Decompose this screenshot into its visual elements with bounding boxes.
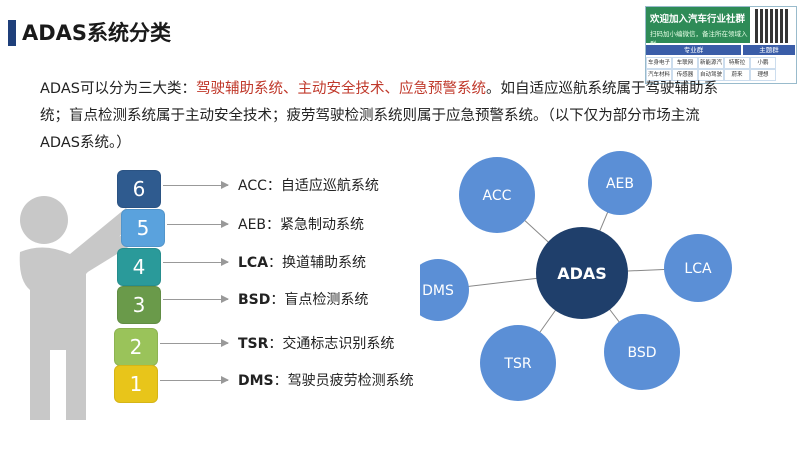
- ad-cell: 理想: [750, 69, 776, 81]
- ad-cell: 自动驾驶: [698, 69, 724, 81]
- block-2: 2: [114, 328, 158, 366]
- intro-part2: 。如自适应巡航系统属于驾驶辅助系统；盲点检测系统属于主动安全技术；疲劳驾驶检测系…: [40, 81, 718, 151]
- block-6: 6: [117, 170, 161, 208]
- node-tsr: [480, 325, 556, 401]
- arrow-icon: [160, 376, 229, 384]
- ad-tab-topic: 主题群: [743, 45, 795, 55]
- node-dms: [420, 259, 469, 321]
- ad-cell: 新能源汽车: [698, 57, 724, 69]
- block-label-2: TSR：交通标志识别系统: [238, 336, 395, 352]
- node-aeb: [588, 151, 652, 215]
- title-accent-bar: [8, 20, 16, 46]
- ad-cell: 特斯拉: [724, 57, 750, 69]
- intro-part1: ADAS可以分为三大类：: [40, 81, 196, 97]
- node-label-tsr: TSR: [503, 356, 531, 372]
- ad-cell: 蔚来: [724, 69, 750, 81]
- ad-title: 欢迎加入汽车行业社群: [650, 14, 746, 25]
- block-label-3: BSD：盲点检测系统: [238, 292, 369, 308]
- block-3: 3: [117, 286, 161, 324]
- ad-cell: 车身电子: [646, 57, 672, 69]
- node-bsd: [604, 314, 680, 390]
- arrow-icon: [167, 220, 229, 228]
- node-label-acc: ACC: [483, 188, 512, 204]
- person-figure-icon: [19, 196, 134, 420]
- ad-cell: 车联网: [672, 57, 698, 69]
- ad-tab-professional: 专业群: [646, 45, 741, 55]
- block-4: 4: [117, 248, 161, 286]
- intro-highlight: 驾驶辅助系统、主动安全技术、应急预警系统: [195, 81, 486, 97]
- node-label-lca: LCA: [684, 261, 712, 277]
- community-ad[interactable]: 欢迎加入汽车行业社群 扫码加小编微信，备注所在领域入群 专业群 主题群 车身电子…: [645, 6, 797, 84]
- ad-cell: 汽车材料: [646, 69, 672, 81]
- arrow-icon: [163, 295, 229, 303]
- node-label-bsd: BSD: [627, 345, 656, 361]
- ad-subtitle: 扫码加小编微信，备注所在领域入群: [650, 30, 748, 48]
- arrow-icon: [160, 339, 229, 347]
- block-1: 1: [114, 365, 158, 403]
- qr-code-icon: [755, 9, 789, 43]
- ad-cell: 传感器: [672, 69, 698, 81]
- arrow-icon: [163, 181, 229, 189]
- node-lca: [664, 234, 732, 302]
- node-center-adas: [536, 227, 628, 319]
- node-acc: [459, 157, 535, 233]
- intro-paragraph: ADAS可以分为三大类：驾驶辅助系统、主动安全技术、应急预警系统。如自适应巡航系…: [40, 76, 730, 157]
- ad-cell: 小鹏: [750, 57, 776, 69]
- node-center-label: ADAS: [557, 264, 607, 283]
- ad-header: 欢迎加入汽车行业社群 扫码加小编微信，备注所在领域入群: [646, 7, 750, 48]
- node-label-aeb: AEB: [606, 176, 634, 192]
- page-title: ADAS系统分类: [22, 21, 172, 45]
- node-label-dms: DMS: [422, 283, 454, 299]
- block-5: 5: [121, 209, 165, 247]
- block-label-4: LCA：换道辅助系统: [238, 255, 367, 271]
- ad-group-grid: 车身电子 车联网 新能源汽车 特斯拉 小鹏 汽车材料 传感器 自动驾驶 蔚来 理…: [646, 57, 796, 81]
- block-label-6: ACC：自适应巡航系统: [238, 178, 379, 194]
- arrow-icon: [163, 258, 229, 266]
- block-label-5: AEB：紧急制动系统: [238, 217, 365, 233]
- adas-network-diagram: ACC AEB LCA BSD TSR DMS ADAS: [420, 151, 732, 401]
- block-label-1: DMS：驾驶员疲劳检测系统: [238, 373, 414, 389]
